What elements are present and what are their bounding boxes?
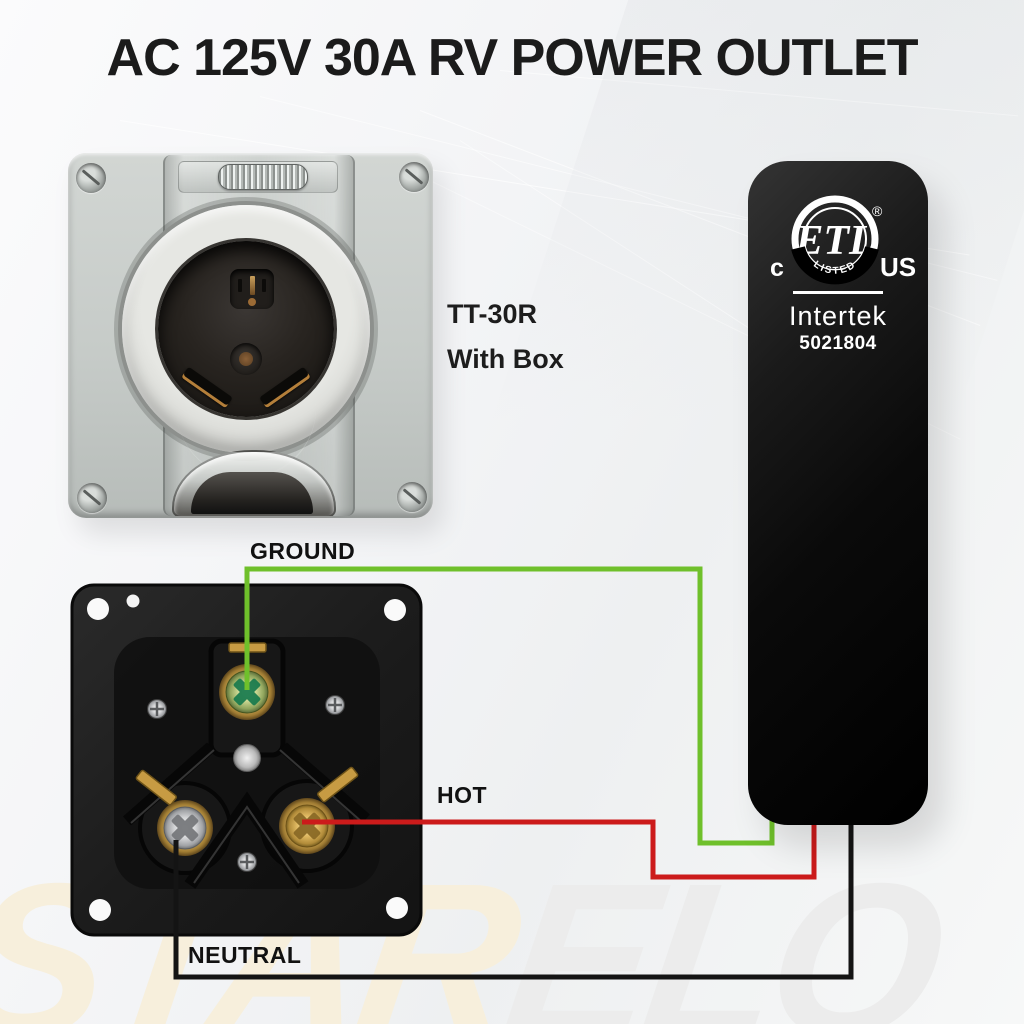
hot-label: HOT bbox=[437, 782, 488, 808]
ground-slot bbox=[230, 269, 274, 309]
small-hole bbox=[126, 594, 140, 608]
registered-trademark-icon: ® bbox=[872, 203, 883, 219]
ground-terminal bbox=[219, 664, 275, 720]
center-rivet bbox=[233, 744, 261, 772]
small-screw-icon bbox=[325, 695, 345, 715]
neutral-label: NEUTRAL bbox=[188, 942, 302, 968]
front-outlet-photo bbox=[68, 153, 433, 518]
etl-logo-icon: ETL LISTED ® c US bbox=[770, 195, 916, 285]
spring-icon bbox=[218, 164, 308, 190]
outlet-face-ring bbox=[122, 205, 370, 489]
hot-wire bbox=[302, 818, 817, 880]
small-screw-icon bbox=[237, 852, 257, 872]
mounting-hole bbox=[384, 599, 406, 621]
ground-label: GROUND bbox=[250, 538, 356, 564]
mounting-hole bbox=[386, 897, 408, 919]
brass-contact bbox=[317, 766, 359, 803]
etl-divider bbox=[793, 291, 883, 294]
tt30r-socket bbox=[158, 241, 334, 489]
etl-c-mark: c bbox=[770, 254, 784, 282]
center-boss bbox=[230, 343, 262, 375]
ground-wire bbox=[244, 566, 775, 846]
rear-outlet-photo bbox=[70, 583, 423, 937]
front-caption-box: With Box bbox=[447, 344, 564, 374]
neutral-terminal bbox=[157, 800, 213, 856]
page-title: AC 125V 30A RV POWER OUTLET bbox=[106, 29, 919, 87]
etl-certificate-number: 5021804 bbox=[799, 333, 877, 354]
screw-icon bbox=[397, 482, 427, 512]
mounting-hole bbox=[89, 899, 111, 921]
etl-company: Intertek bbox=[788, 301, 888, 331]
screw-icon bbox=[76, 163, 106, 193]
screw-icon bbox=[399, 162, 429, 192]
screw-icon bbox=[77, 483, 107, 513]
brass-contact bbox=[135, 769, 177, 806]
neutral-wire bbox=[173, 818, 854, 980]
mounting-hole bbox=[87, 598, 109, 620]
hot-terminal bbox=[279, 798, 335, 854]
etl-us-mark: US bbox=[880, 252, 916, 282]
front-caption-model: TT-30R bbox=[447, 299, 538, 329]
small-screw-icon bbox=[147, 699, 167, 719]
etl-certification-badge: ETL LISTED ® c US Intertek 5021804 bbox=[748, 161, 928, 825]
